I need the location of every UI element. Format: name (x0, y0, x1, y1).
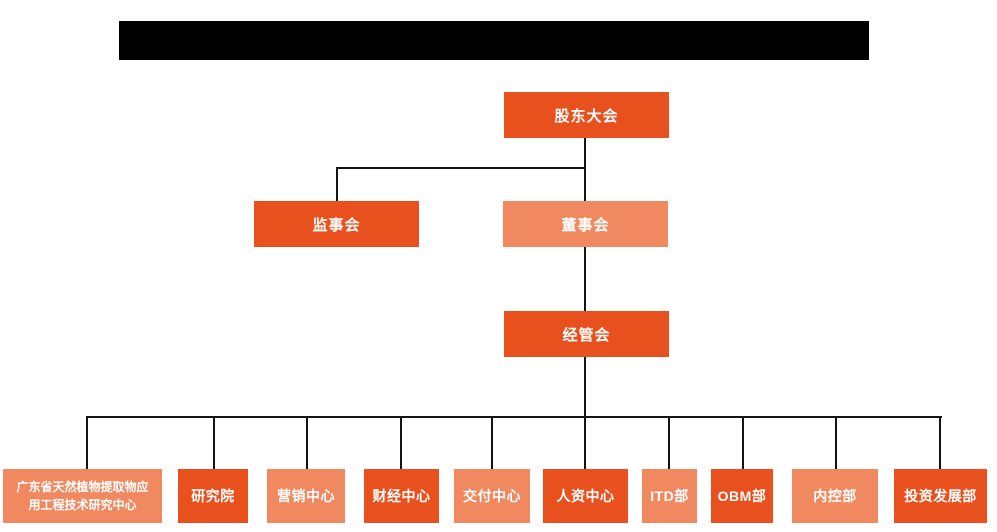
connector-dept-drop-2 (213, 417, 215, 469)
node-dept-internal-control: 内控部 (792, 469, 878, 523)
connector-dept-drop-4 (400, 417, 402, 469)
node-dept-hr-center: 人资中心 (543, 469, 628, 523)
connector-dept-drop-8 (742, 417, 744, 469)
connector-dept-drop-5 (491, 417, 493, 469)
connector-dept-drop-7 (668, 417, 670, 469)
node-dept-delivery-center: 交付中心 (454, 469, 530, 523)
node-dept-finance-center: 财经中心 (364, 469, 439, 523)
connector-board-drop (584, 168, 586, 201)
redacted-title-bar (119, 21, 869, 60)
connector-dept-drop-10 (939, 417, 941, 469)
connector-root-down (584, 137, 586, 168)
connector-board-to-management (584, 246, 586, 311)
connector-dept-drop-6 (584, 417, 586, 469)
node-dept-marketing-center: 营销中心 (267, 469, 345, 523)
connector-dept-drop-3 (306, 417, 308, 469)
node-supervisory-board: 监事会 (254, 201, 419, 247)
node-dept-investment-development: 投资发展部 (894, 469, 987, 523)
connector-departments-horizontal (86, 416, 942, 418)
connector-dept-drop-9 (835, 417, 837, 469)
node-dept-itd: ITD部 (642, 469, 697, 523)
node-dept-research-center: 广东省天然植物提取物应用工程技术研究中心 (3, 469, 162, 523)
connector-dept-drop-1 (86, 417, 88, 469)
node-management-committee: 经管会 (504, 311, 669, 357)
node-board-of-directors: 董事会 (503, 201, 668, 247)
connector-level2-horizontal (336, 167, 586, 169)
connector-supervisory-drop (336, 168, 338, 201)
connector-management-down (584, 356, 586, 417)
node-dept-research-institute: 研究院 (178, 469, 248, 523)
node-shareholders-meeting: 股东大会 (504, 92, 669, 138)
node-dept-obm: OBM部 (711, 469, 773, 523)
